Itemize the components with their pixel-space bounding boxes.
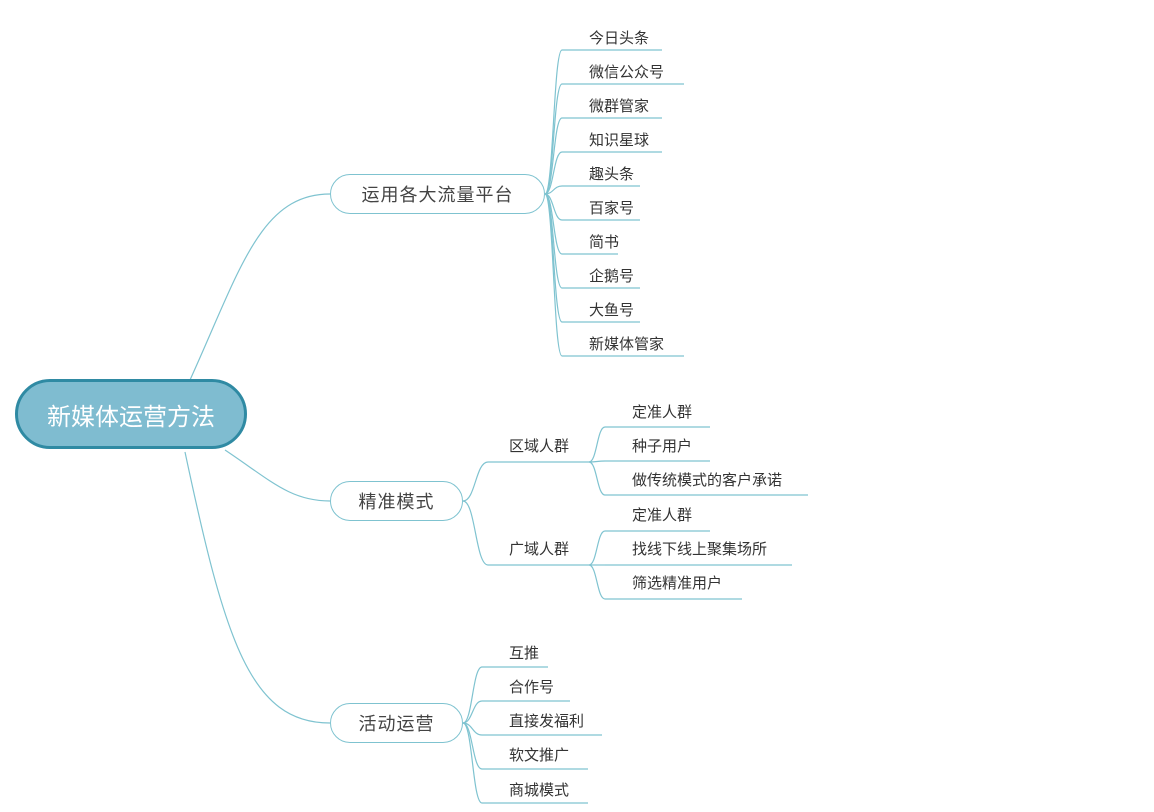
subgroup-regional-crowd[interactable]: 区域人群	[509, 437, 570, 455]
leaf-dayu[interactable]: 大鱼号	[589, 301, 635, 319]
leaf-target-crowd-2[interactable]: 定准人群	[632, 506, 693, 524]
leaf-mutual-promotion[interactable]: 互推	[509, 644, 540, 662]
leaf-seed-users[interactable]: 种子用户	[632, 437, 693, 455]
leaf-knowledge-planet[interactable]: 知识星球	[589, 131, 650, 149]
leaf-penguin[interactable]: 企鹅号	[589, 267, 635, 285]
branch-activity-operation[interactable]: 活动运营	[330, 703, 463, 743]
branch-label: 活动运营	[358, 714, 435, 735]
leaf-wechat-official[interactable]: 微信公众号	[589, 63, 665, 81]
link-platform-leaf	[544, 193, 563, 323]
leaf-baijiahao[interactable]: 百家号	[589, 199, 635, 217]
root-label: 新媒体运营方法	[47, 402, 215, 431]
link-activity-leaf	[462, 700, 483, 724]
branch-label: 精准模式	[358, 492, 435, 513]
link-platform-leaf	[544, 185, 563, 195]
link-activity-leaf	[462, 666, 483, 724]
link-precision-wide	[462, 500, 489, 566]
root-link-platforms	[189, 193, 331, 381]
root-link-activity	[184, 451, 331, 724]
leaf-wechat-group-manager[interactable]: 微群管家	[589, 97, 650, 115]
link-regional-leaf	[588, 461, 606, 496]
leaf-jianshu[interactable]: 简书	[589, 233, 620, 251]
leaf-toutiao[interactable]: 今日头条	[589, 29, 650, 47]
leaf-new-media-manager[interactable]: 新媒体管家	[589, 335, 665, 353]
link-regional-leaf	[588, 426, 606, 463]
subgroup-wide-crowd[interactable]: 广域人群	[509, 540, 570, 558]
leaf-traditional-promise[interactable]: 做传统模式的客户承诺	[632, 471, 783, 489]
branch-platforms[interactable]: 运用各大流量平台	[330, 174, 545, 214]
link-wide-leaf	[588, 530, 606, 566]
branch-label: 运用各大流量平台	[361, 185, 514, 206]
leaf-direct-benefits[interactable]: 直接发福利	[509, 712, 585, 730]
leaf-mall-mode[interactable]: 商城模式	[509, 781, 570, 799]
leaf-filter-precise-users[interactable]: 筛选精准用户	[632, 574, 723, 592]
leaf-find-gathering-places[interactable]: 找线下线上聚集场所	[632, 540, 768, 558]
link-platform-leaf	[544, 83, 563, 195]
link-platform-leaf	[544, 117, 563, 195]
link-wide-leaf	[588, 564, 606, 600]
leaf-qutoutiao[interactable]: 趣头条	[589, 165, 635, 183]
leaf-partner-account[interactable]: 合作号	[509, 678, 555, 696]
leaf-target-crowd[interactable]: 定准人群	[632, 403, 693, 421]
link-activity-leaf	[462, 722, 483, 804]
link-platform-leaf	[544, 151, 563, 195]
root-link-precision	[224, 449, 331, 502]
link-precision-regional	[462, 461, 489, 502]
link-platform-leaf	[544, 193, 563, 357]
branch-precision-mode[interactable]: 精准模式	[330, 481, 463, 521]
leaf-soft-article[interactable]: 软文推广	[509, 746, 570, 764]
root-node[interactable]: 新媒体运营方法	[15, 379, 247, 449]
